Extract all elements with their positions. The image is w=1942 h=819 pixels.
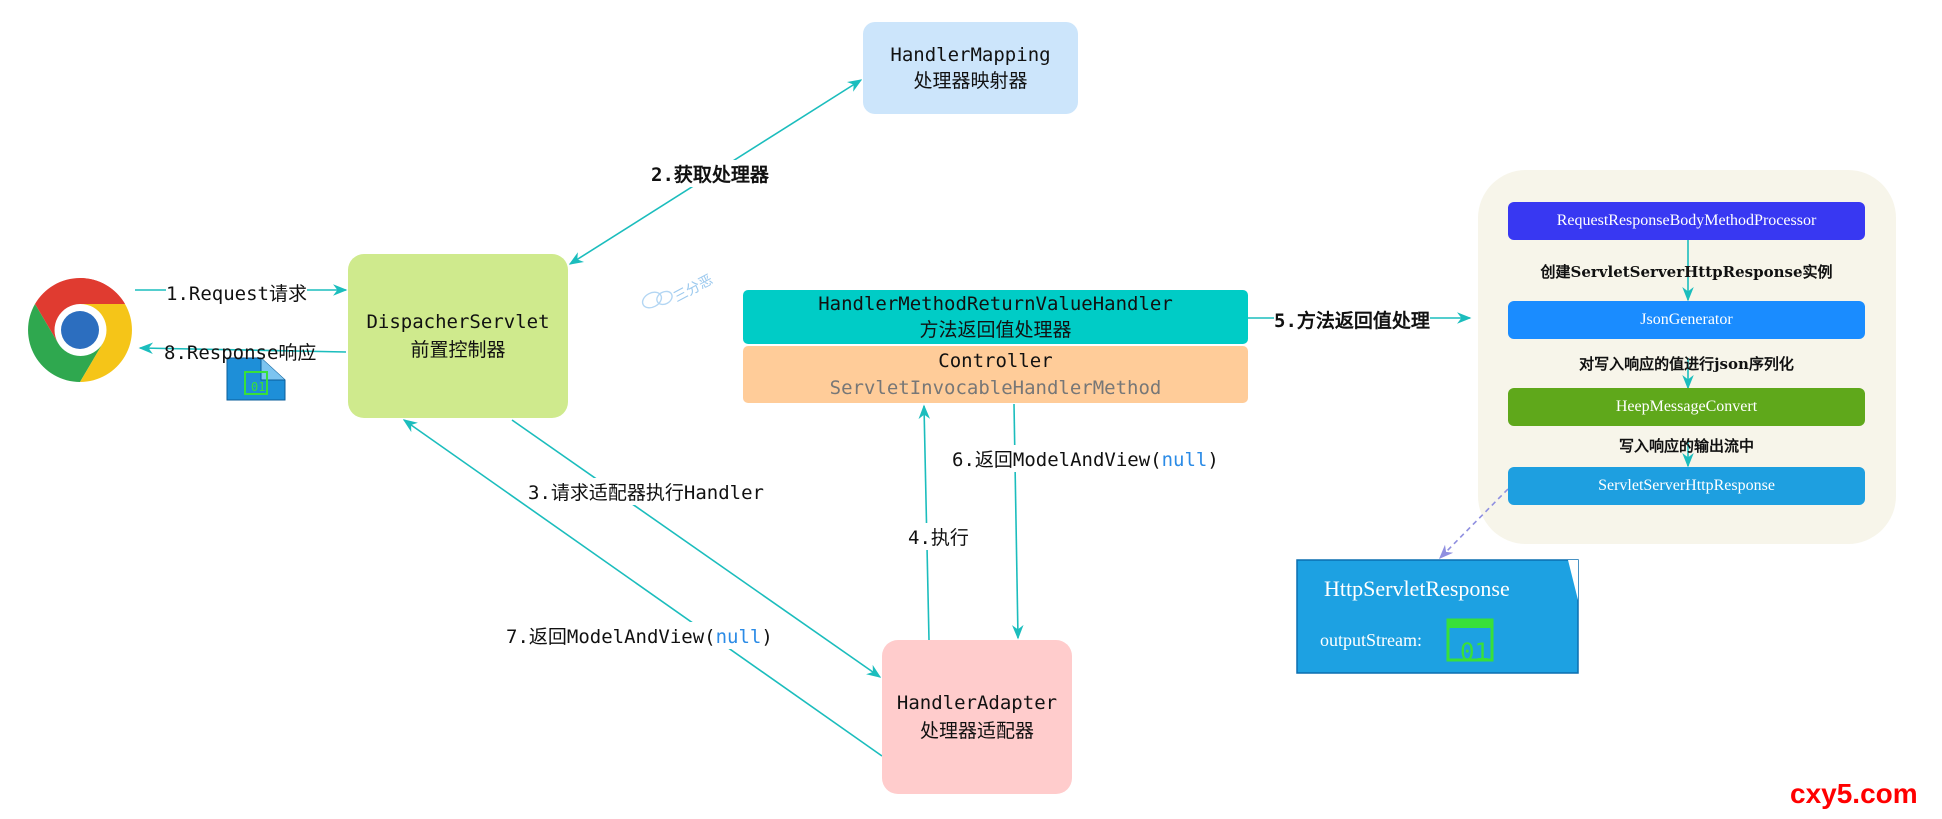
- site-logo: cxy5.com: [1790, 778, 1918, 809]
- handler-mapping-title: HandlerMapping: [890, 44, 1051, 66]
- dispatcher-title: DispacherServlet: [366, 311, 550, 333]
- request-response-body-method-processor: RequestResponseBodyMethodProcessor: [1508, 202, 1865, 240]
- label-get-handler: 2.获取处理器: [651, 160, 769, 187]
- edge-response: [138, 342, 347, 355]
- step-serialize-json: 对写入响应的值进行json序列化: [1579, 355, 1794, 373]
- label-return-mav-6-prefix: 6.返回ModelAndView(: [952, 449, 1162, 471]
- edge-return-mav-7: [402, 419, 883, 757]
- dispatcher-subtitle: 前置控制器: [410, 339, 506, 361]
- handler-mapping-subtitle: 处理器映射器: [913, 70, 1028, 92]
- processor-2-label: JsonGenerator: [1640, 311, 1733, 328]
- label-return-mav-7-suffix: ): [761, 626, 773, 648]
- watermark-icon: [641, 290, 673, 309]
- chrome-browser-icon: [28, 278, 132, 382]
- servlet-server-http-response: ServletServerHttpResponse: [1508, 467, 1865, 505]
- return-value-handler-node: HandlerMethodReturnValueHandler 方法返回值处理器: [743, 290, 1248, 344]
- controller-title: Controller: [938, 349, 1053, 372]
- svg-text:01: 01: [1460, 638, 1489, 666]
- output-stream-icon: 01: [1446, 618, 1494, 666]
- handler-adapter-subtitle: 处理器适配器: [919, 720, 1034, 742]
- label-return-mav-6-suffix: ): [1207, 449, 1219, 471]
- dispatcher-servlet-node: DispacherServlet 前置控制器: [348, 254, 568, 418]
- return-value-handler-title: HandlerMethodReturnValueHandler: [818, 293, 1173, 315]
- processor-1-label: RequestResponseBodyMethodProcessor: [1556, 212, 1817, 229]
- label-return-mav-7-prefix: 7.返回ModelAndView(: [506, 626, 716, 648]
- handler-adapter-node: HandlerAdapter 处理器适配器: [882, 640, 1072, 794]
- label-return-value: 5.方法返回值处理: [1274, 306, 1430, 333]
- return-value-handler-subtitle: 方法返回值处理器: [919, 319, 1072, 341]
- edge-to-http-response: [1438, 488, 1509, 560]
- step-write-output-stream: 写入响应的输出流中: [1618, 437, 1754, 455]
- processor-4-label: ServletServerHttpResponse: [1598, 477, 1775, 494]
- label-execute: 4.执行: [908, 523, 969, 550]
- label-return-mav-6: 6.返回ModelAndView(null): [952, 445, 1219, 472]
- label-return-mav-6-null: null: [1161, 449, 1208, 471]
- json-generator: JsonGenerator: [1508, 301, 1865, 339]
- http-servlet-response-title: HttpServletResponse: [1324, 576, 1510, 601]
- label-return-mav-7-null: null: [715, 626, 762, 648]
- processor-panel: [1478, 170, 1896, 544]
- label-request-adapter: 3.请求适配器执行Handler: [528, 478, 764, 505]
- output-stream-label: outputStream:: [1320, 630, 1422, 650]
- svg-text:01: 01: [251, 380, 265, 394]
- step-create-response: 创建ServletServerHttpResponse实例: [1540, 263, 1833, 281]
- handler-mapping-node: HandlerMapping 处理器映射器: [863, 22, 1078, 114]
- label-return-mav-7: 7.返回ModelAndView(null): [506, 622, 773, 649]
- edge-request-adapter: [511, 419, 882, 678]
- binary-file-icon: 01: [226, 357, 286, 401]
- label-request: 1.Request请求: [166, 279, 307, 306]
- edge-return-mav-6: [1012, 403, 1024, 640]
- handler-adapter-title: HandlerAdapter: [896, 692, 1058, 714]
- heep-message-convert: HeepMessageConvert: [1508, 388, 1865, 426]
- controller-node: Controller ServletInvocableHandlerMethod: [743, 346, 1248, 403]
- label-response: 8.Response响应: [164, 342, 317, 364]
- processor-3-label: HeepMessageConvert: [1615, 398, 1758, 415]
- http-response-fold: [1568, 560, 1578, 600]
- controller-subtitle: ServletInvocableHandlerMethod: [829, 376, 1162, 399]
